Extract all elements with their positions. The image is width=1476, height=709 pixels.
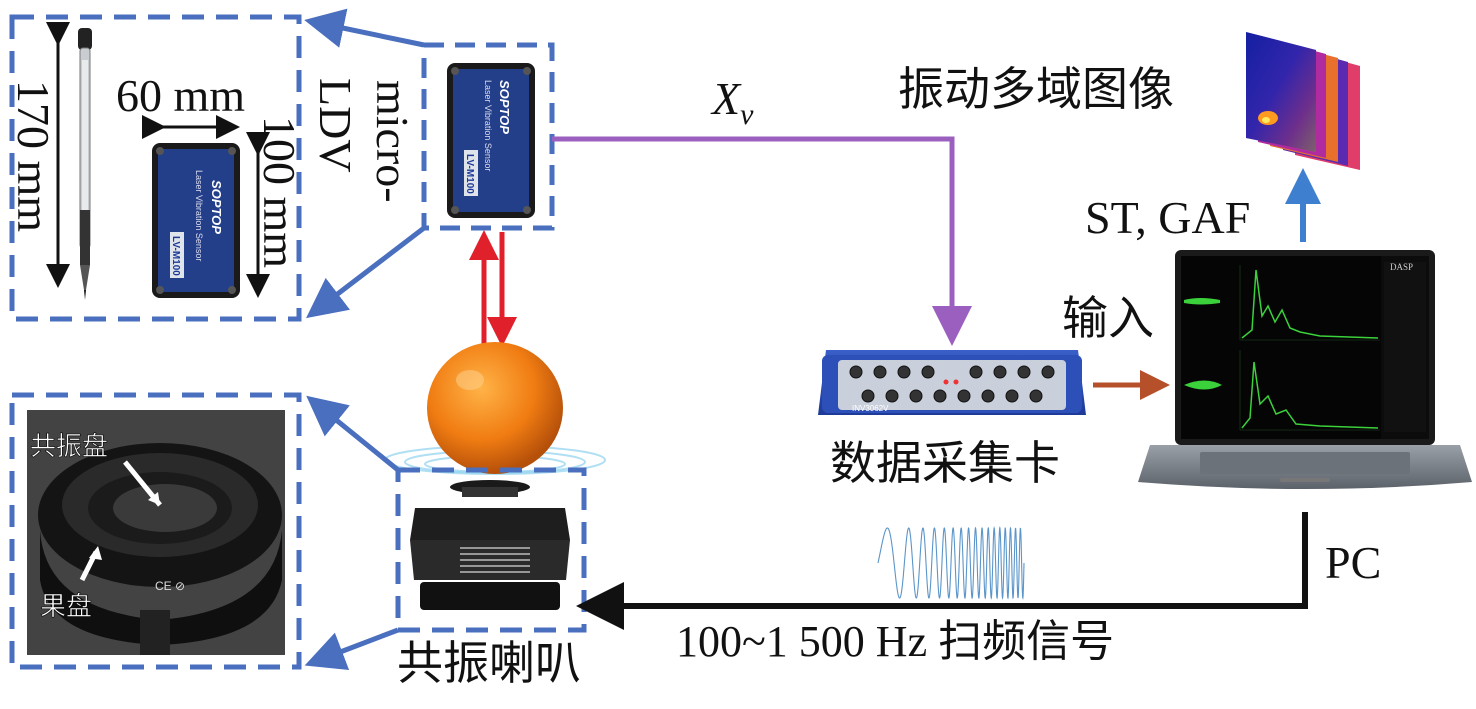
zoom-arrow-top bbox=[304, 8, 425, 48]
small-sensor-model: LV-M100 bbox=[170, 236, 181, 276]
pc-label: PC bbox=[1325, 537, 1382, 588]
daq-card-image: INV3062V bbox=[818, 350, 1086, 415]
small-sensor-brand: SOPTOP bbox=[209, 180, 224, 234]
multidomain-image-stack bbox=[1246, 32, 1360, 170]
xv-sub: v bbox=[740, 98, 754, 132]
sweep-waveform bbox=[877, 525, 1025, 600]
ldv-detail-frame bbox=[9, 14, 302, 322]
transform-label: ST, GAF bbox=[1085, 192, 1251, 243]
pc-sweep-line bbox=[576, 512, 1308, 630]
ldv-label: LDV bbox=[310, 78, 361, 173]
sensor-brand: SOPTOP bbox=[497, 80, 512, 134]
svg-text:CE ⊘: CE ⊘ bbox=[155, 579, 185, 593]
ldv-sensor-image: SOPTOP Laser Vibration Sensor LV-M100 bbox=[447, 63, 535, 218]
multidomain-image-label: 振动多域图像 bbox=[898, 62, 1174, 116]
xv-signal-label: Xv bbox=[712, 76, 753, 130]
length-dimension-label: 100 mm bbox=[254, 116, 305, 269]
fruit-tray-label: 果盘 bbox=[40, 592, 92, 622]
speaker-image bbox=[410, 480, 570, 610]
width-dimension-label: 60 mm bbox=[116, 70, 246, 121]
sensor-name: Laser Vibration Sensor bbox=[483, 80, 493, 171]
micro-label: micro- bbox=[367, 80, 418, 203]
laptop-image: DASP bbox=[1138, 250, 1472, 489]
plate-zoom-arrow-bottom bbox=[304, 627, 399, 671]
sweep-signal-label: 100~1 500 Hz 扫频信号 bbox=[676, 617, 1115, 666]
daq-card-label: 数据采集卡 bbox=[830, 436, 1060, 490]
small-sensor-name: Laser Vibration Sensor bbox=[194, 170, 204, 261]
speaker-frame bbox=[395, 467, 587, 633]
daq-model: INV3062V bbox=[852, 404, 889, 413]
xv-signal-line bbox=[552, 136, 972, 346]
small-sensor-image: SOPTOP Laser Vibration Sensor LV-M100 bbox=[152, 143, 240, 298]
pen-illustration bbox=[78, 28, 92, 300]
xv-main: X bbox=[712, 73, 741, 124]
input-label: 输入 bbox=[1062, 291, 1154, 345]
resonance-plate-label: 共振盘 bbox=[30, 432, 108, 462]
speaker-label: 共振喇叭 bbox=[397, 636, 581, 690]
zoom-arrow-bottom bbox=[306, 226, 426, 319]
plate-detail-frame bbox=[9, 392, 302, 670]
sensor-model: LV-M100 bbox=[464, 154, 475, 194]
laptop-brand: DASP bbox=[1390, 262, 1413, 272]
plate-zoom-arrow-top bbox=[306, 395, 400, 472]
height-dimension-label: 170 mm bbox=[8, 80, 59, 233]
orange-fruit bbox=[427, 342, 563, 474]
